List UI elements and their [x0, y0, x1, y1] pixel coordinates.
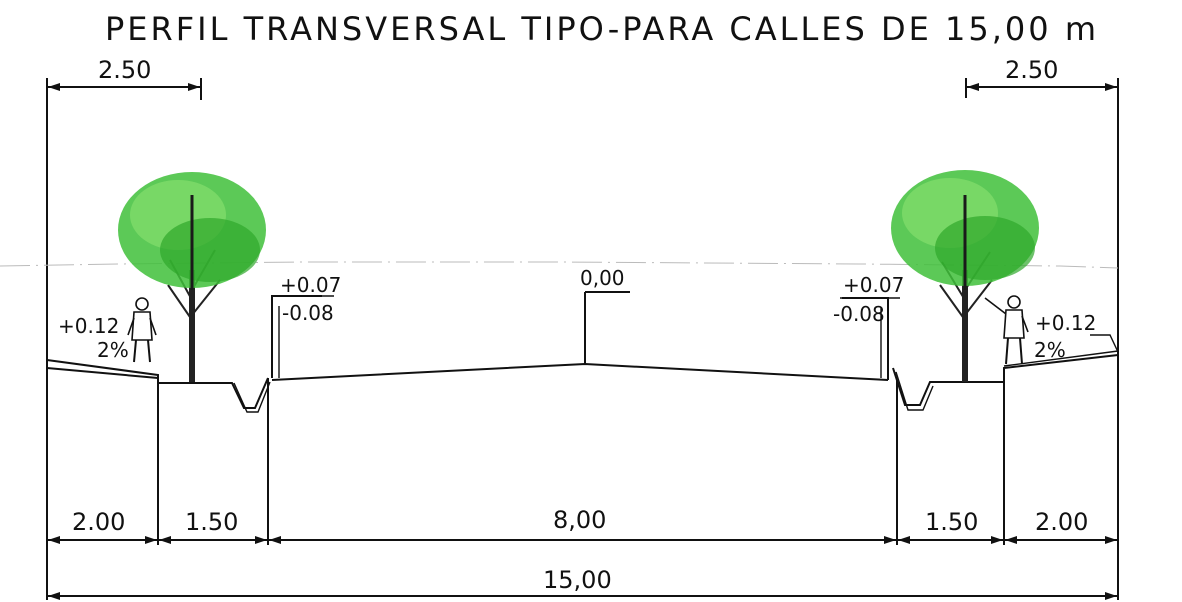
dim-sidewalk-left: 2.00 [72, 508, 125, 536]
level-curb-left-top: +0.07 [280, 273, 341, 297]
dim-top-right: 2.50 [1005, 56, 1058, 84]
dim-top-left: 2.50 [98, 56, 151, 84]
level-center: 0,00 [580, 266, 625, 290]
top-dimension-right: 2.50 [965, 56, 1119, 600]
pedestrian-left [127, 297, 157, 363]
dim-total: 15,00 [543, 566, 612, 594]
level-curb-right-top: +0.07 [843, 273, 904, 297]
level-curb-left-bottom: -0.08 [282, 301, 334, 325]
top-dimension-left: 2.50 [46, 56, 202, 600]
pedestrian-right [984, 295, 1029, 365]
level-curb-right-bottom: -0.08 [833, 302, 885, 326]
tree-left [118, 172, 266, 382]
dim-green-right: 1.50 [925, 508, 978, 536]
slope-left: 2% [97, 338, 129, 362]
dim-green-left: 1.50 [185, 508, 238, 536]
tree-right [891, 170, 1039, 382]
level-sidewalk-left: +0.12 [58, 314, 119, 338]
dimension-chain [47, 536, 1118, 600]
slope-right: 2% [1034, 338, 1066, 362]
dim-carriageway: 8,00 [553, 506, 606, 534]
drawing-title: PERFIL TRANSVERSAL TIPO-PARA CALLES DE 1… [105, 10, 1099, 48]
dim-sidewalk-right: 2.00 [1035, 508, 1088, 536]
level-sidewalk-right: +0.12 [1035, 311, 1096, 335]
